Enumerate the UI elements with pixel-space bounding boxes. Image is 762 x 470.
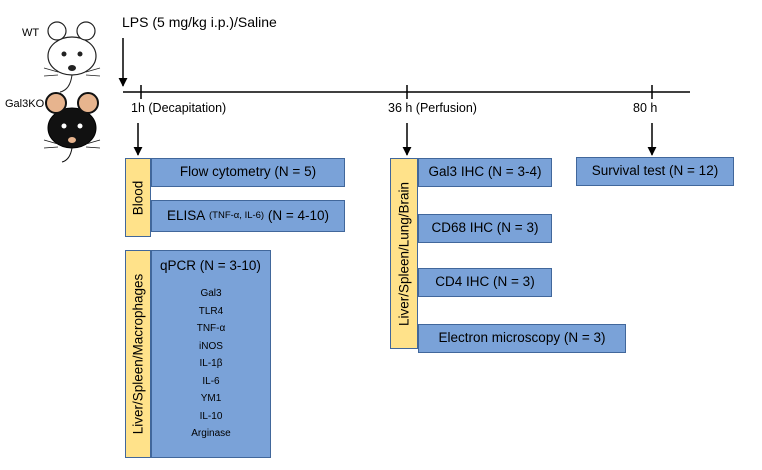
ko-mouse-icon bbox=[43, 92, 101, 163]
cd4-ihc-label: CD4 IHC (N = 3) bbox=[435, 274, 535, 290]
gene-item: IL-1β bbox=[199, 358, 223, 369]
timepoint-80h: 80 h bbox=[633, 101, 658, 115]
gene-item: YM1 bbox=[200, 393, 222, 404]
wt-mouse-icon bbox=[43, 21, 101, 93]
gal3ko-label: Gal3KO bbox=[5, 98, 45, 110]
timepoint-36h: 36 h (Perfusion) bbox=[388, 101, 477, 115]
gene-list: Gal3 TLR4 TNF-α iNOS IL-1β IL-6 YM1 IL-1… bbox=[152, 285, 270, 443]
blood-label: Blood bbox=[130, 180, 146, 215]
elisa-n: (N = 4-10) bbox=[267, 207, 330, 223]
gene-item: IL-6 bbox=[202, 375, 220, 387]
cd4-ihc-box: CD4 IHC (N = 3) bbox=[418, 268, 552, 297]
flow-cytometry-box: Flow cytometry (N = 5) bbox=[151, 158, 345, 187]
gal3-ihc-label: Gal3 IHC (N = 3-4) bbox=[428, 164, 542, 180]
elisa-label: ELISA bbox=[166, 207, 206, 223]
gene-item: Gal3 bbox=[200, 288, 222, 299]
gene-item: TNF-α bbox=[196, 323, 226, 334]
gene-item: TLR4 bbox=[198, 305, 224, 317]
gene-item: iNOS bbox=[199, 340, 223, 352]
cd68-ihc-box: CD68 IHC (N = 3) bbox=[418, 214, 552, 243]
qpcr-box: qPCR (N = 3-10) Gal3 TLR4 TNF-α iNOS IL-… bbox=[151, 250, 271, 458]
macrophage-label-box: Liver/Spleen/Macrophages bbox=[125, 250, 151, 458]
tissue-label: Liver/Spleen/Lung/Brain bbox=[396, 181, 412, 326]
elisa-box: ELISA (TNF-α, IL-6) (N = 4-10) bbox=[151, 200, 345, 232]
tissue-label-box: Liver/Spleen/Lung/Brain bbox=[390, 158, 418, 349]
qpcr-title: qPCR (N = 3-10) bbox=[160, 258, 261, 273]
wt-label: WT bbox=[22, 27, 40, 39]
gene-item: IL-10 bbox=[199, 410, 223, 422]
cd68-ihc-label: CD68 IHC (N = 3) bbox=[431, 220, 539, 236]
survival-test-box: Survival test (N = 12) bbox=[576, 157, 734, 186]
blood-label-box: Blood bbox=[125, 158, 151, 237]
electron-microscopy-box: Electron microscopy (N = 3) bbox=[418, 324, 626, 353]
gal3-ihc-box: Gal3 IHC (N = 3-4) bbox=[418, 158, 552, 187]
electron-microscopy-label: Electron microscopy (N = 3) bbox=[438, 330, 606, 346]
survival-test-label: Survival test (N = 12) bbox=[591, 163, 719, 179]
treatment-label: LPS (5 mg/kg i.p.)/Saline bbox=[122, 14, 277, 30]
gene-item: Arginase bbox=[191, 428, 231, 439]
macrophage-label: Liver/Spleen/Macrophages bbox=[130, 273, 146, 435]
timepoint-1h: 1h (Decapitation) bbox=[131, 101, 227, 115]
elisa-detail: (TNF-α, IL-6) bbox=[209, 210, 265, 222]
flow-cytometry-label: Flow cytometry (N = 5) bbox=[179, 164, 317, 180]
